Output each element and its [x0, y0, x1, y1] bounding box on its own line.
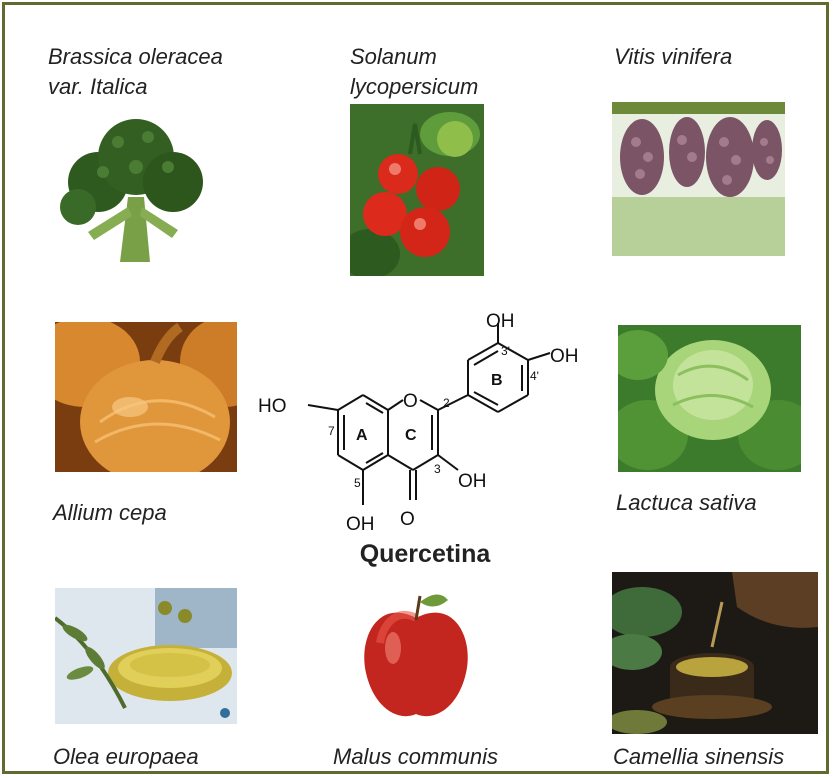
tea-icon [612, 572, 818, 734]
onion-icon [55, 322, 237, 472]
grapes-icon [612, 102, 785, 256]
label-allium: Allium cepa [53, 500, 167, 525]
broccoli-icon [58, 112, 210, 264]
molecule-name: Quercetina [359, 540, 491, 568]
label-olea: Olea europaea [53, 744, 199, 769]
ring-c-label: C [405, 427, 417, 444]
label-lactuca: Lactuca sativa [616, 490, 757, 515]
label-o-carbonyl: O [400, 509, 415, 530]
ring-b-label: B [491, 372, 503, 389]
ring-labels: A C B 2 3 5 7 3' 4' [328, 344, 539, 490]
lettuce-icon [618, 325, 801, 472]
pos-3-label: 3 [434, 462, 441, 476]
label-solanum-line1: Solanum [350, 44, 437, 69]
quercetin-structure: HO O O OH OH OH OH A C B 2 3 5 7 3' 4' [258, 305, 598, 545]
tomato-icon [350, 104, 484, 276]
pos-7-label: 7 [328, 424, 335, 438]
label-malus: Malus communis [333, 744, 499, 769]
label-oh-3: OH [458, 471, 487, 492]
label-o-ring: O [403, 391, 418, 412]
pos-2-label: 2 [443, 396, 450, 410]
label-ho-7: HO [258, 396, 287, 417]
pos-5-label: 5 [354, 476, 361, 490]
label-solanum: Solanum lycopersicum [350, 42, 478, 102]
apple-icon [358, 588, 474, 722]
pos-3p-label: 3' [501, 344, 510, 358]
label-oh-5: OH [346, 514, 375, 535]
label-brassica: Brassica oleracea var. Italica [48, 42, 223, 102]
molecule-bonds [307, 323, 551, 505]
pos-4p-label: 4' [530, 369, 539, 383]
olive-oil-icon [55, 588, 237, 724]
label-camellia: Camellia sinensis [613, 744, 785, 769]
label-oh-4p: OH [550, 346, 579, 367]
label-brassica-line1: Brassica oleracea [48, 44, 223, 69]
label-brassica-line2: var. Italica [48, 74, 148, 99]
ring-a-label: A [356, 427, 368, 444]
molecule-labels: HO O O OH OH OH OH [258, 311, 579, 535]
label-vitis: Vitis vinifera [614, 44, 733, 69]
label-solanum-line2: lycopersicum [350, 74, 479, 99]
label-oh-3p: OH [486, 311, 515, 332]
